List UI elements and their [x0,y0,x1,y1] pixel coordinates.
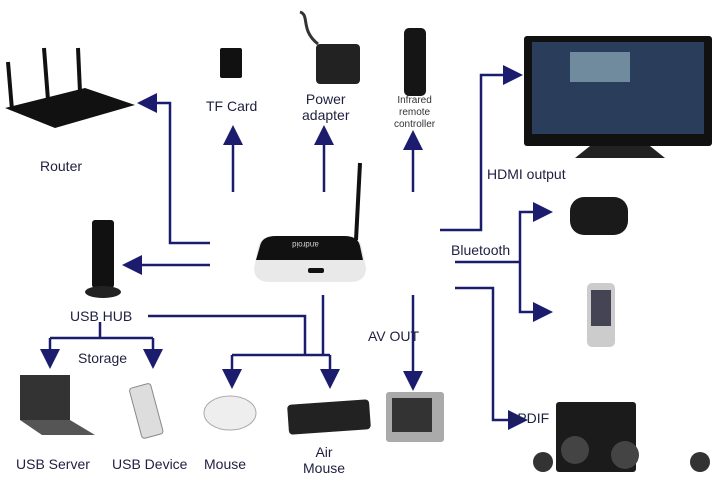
line-hub [148,314,307,355]
tv-image [524,36,712,158]
line-storage [50,322,153,340]
phone-image [587,283,615,347]
mouse-image [203,395,257,431]
speakers-image [533,402,710,472]
label-remote: Infrared remote controller [394,95,436,130]
arrow-hdmi [440,65,523,232]
label-usb-hub: USB HUB [70,308,133,324]
label-hdmi: HDMI output [487,166,566,182]
label-tf-card: TF Card [206,98,258,114]
label-av-out: AV OUT [368,328,420,344]
gamepad-image [570,197,628,235]
arrows [40,65,553,430]
laptop-image [20,375,95,435]
arrow-phone [518,262,553,322]
arrow-router [137,93,210,245]
box-brand-text: android [292,240,319,249]
label-router: Router [40,158,83,174]
usb-stick-image [129,383,164,439]
tv-box-image [254,162,366,282]
keyboard-image [287,399,371,435]
label-power-adapter: Power adapter [302,91,350,123]
label-usb-server: USB Server [16,456,90,472]
arrow-spdif [455,286,528,430]
usb-hub-image [85,220,121,298]
label-mouse: Mouse [204,456,247,472]
arrow-gamepad [518,202,553,262]
router-image [5,47,135,128]
label-storage: Storage [78,350,128,366]
crt-tv-image [386,392,444,442]
label-usb-device: USB Device [112,456,188,472]
label-spdif: SPDIF [508,410,550,426]
tf-card-image [220,48,242,78]
power-adapter-image [299,10,360,84]
label-air-mouse: Air Mouse [303,444,346,476]
remote-image [404,28,426,96]
label-bluetooth: Bluetooth [451,242,511,258]
